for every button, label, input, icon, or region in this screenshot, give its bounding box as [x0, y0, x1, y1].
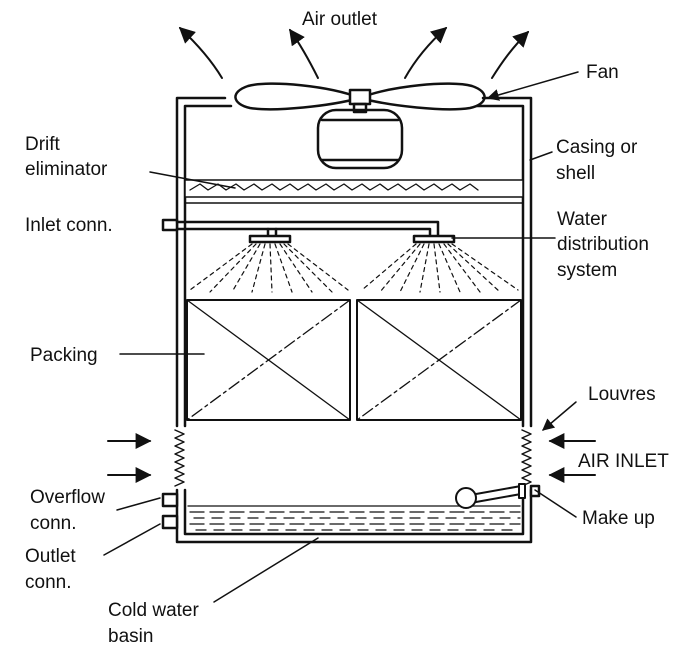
air-outlet-arrows: [178, 26, 530, 79]
fan-label: Fan: [586, 62, 619, 83]
outlet-conn-label-line1: Outlet: [25, 546, 76, 567]
motor: [316, 108, 404, 170]
drift-eliminator-label-line1: Drift: [25, 134, 61, 155]
packing-label: Packing: [30, 345, 98, 366]
casing-label-line2: shell: [556, 163, 595, 184]
air-inlet-arrows: [107, 433, 596, 483]
air-outlet-label: Air outlet: [302, 9, 378, 30]
water-distribution-label-line1: Water: [557, 209, 608, 230]
casing-label-line1: Casing or: [556, 137, 638, 158]
drift-eliminator-label-line2: eliminator: [25, 159, 108, 180]
leader-lines: [103, 71, 579, 603]
fan-icon: [234, 82, 486, 114]
packing: [186, 299, 522, 421]
water-spray: [189, 243, 519, 293]
overflow-conn-label-line2: conn.: [30, 513, 76, 534]
cold-water-basin-label-line1: Cold water: [108, 600, 199, 621]
basin-walls: [161, 484, 541, 544]
louvres-label: Louvres: [588, 384, 656, 405]
make-up-label: Make up: [582, 508, 655, 529]
outlet-conn-label-line2: conn.: [25, 572, 71, 593]
air-inlet-label: AIR INLET: [578, 451, 669, 472]
overflow-conn-label-line1: Overflow: [30, 487, 105, 508]
cold-water-basin: [187, 505, 521, 531]
make-up-float-valve: [455, 483, 526, 509]
inlet-conn-label: Inlet conn.: [25, 215, 113, 236]
water-distribution-label-line3: system: [557, 260, 617, 281]
water-distribution-system: [161, 218, 456, 244]
cold-water-basin-label-line2: basin: [108, 626, 153, 647]
drift-eliminator: [184, 179, 524, 204]
water-distribution-label-line2: distribution: [557, 234, 649, 255]
louvres: [174, 429, 532, 487]
